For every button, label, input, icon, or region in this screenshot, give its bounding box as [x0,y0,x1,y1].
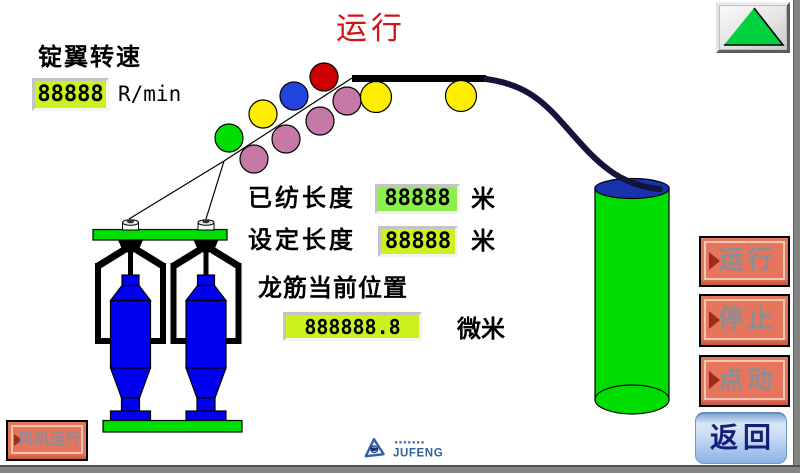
roller-yellow-3 [444,79,478,113]
run-arrow-icon [709,251,720,270]
back-button-label: 返回 [709,422,776,454]
fan-run-arrow-icon [14,433,22,446]
run-button[interactable]: 运行 [699,236,790,287]
vendor-logo: JUFENG [363,436,451,467]
fan-run-button[interactable]: 风机运行 [6,420,88,461]
jufeng-logo-icon: JUFENG [364,438,443,460]
logo-brand-text: JUFENG [393,448,443,460]
run-button-label: 运行 [718,246,777,274]
spindle-rail [92,228,228,241]
thread-line-left [128,160,225,220]
stop-button-label: 停止 [718,305,777,333]
spun-length-display: 88888 [375,184,460,214]
roller-yellow-1 [248,99,278,129]
beam-position-label: 龙筋当前位置 [258,275,408,302]
roller-green [214,123,244,153]
logo-tagline-marks [395,441,424,444]
roller-circles [214,62,478,174]
guide-bar [352,75,486,82]
roller-red [309,62,339,92]
set-length-unit: 米 [471,228,495,255]
beam-position-value: 888888.8 [304,314,401,339]
roller-blue [279,81,309,111]
window-frame-right [793,0,800,473]
spindle-speed-value: 88888 [37,81,104,107]
bobbin-unit-1 [95,219,166,422]
scroll-up-button[interactable] [716,2,790,53]
back-button[interactable]: 返回 [695,412,787,464]
jog-button-face: 点动 [704,360,785,400]
output-can [594,177,670,415]
thread-line-right [205,160,225,220]
spindle-speed-display: 88888 [32,78,109,111]
beam-position-display: 888888.8 [283,312,422,341]
floor-bar [102,419,243,433]
green-up-triangle-icon [724,7,785,46]
spindle-speed-label: 锭翼转速 [38,44,142,71]
set-length-value: 88888 [384,228,452,254]
stop-arrow-icon [709,310,720,329]
roller-yellow-2 [359,80,393,114]
spun-length-unit: 米 [471,186,495,213]
page-title: 运行 [336,11,406,46]
run-button-face: 运行 [704,241,785,280]
thread-line-main [223,77,353,162]
roller-plum-1 [239,144,269,174]
spun-length-label: 已纺长度 [248,185,356,212]
roller-plum-4 [332,86,362,116]
spindle-speed-unit: R/min [118,82,182,106]
thread-curve [483,76,663,192]
stop-button-face: 停止 [704,299,785,340]
roller-plum-2 [271,124,301,154]
window-frame-bottom [0,465,800,473]
fan-run-button-label: 风机运行 [18,431,83,448]
set-length-display[interactable]: 88888 [378,226,458,257]
roller-plum-3 [305,106,335,136]
jog-button-label: 点动 [718,365,777,394]
beam-position-unit: 微米 [457,316,505,343]
fan-run-button-face: 风机运行 [11,425,83,454]
spun-length-value: 88888 [384,186,451,211]
jog-button[interactable]: 点动 [699,355,790,407]
set-length-label: 设定长度 [248,227,356,254]
jog-arrow-icon [709,371,720,389]
stop-button[interactable]: 停止 [699,294,790,347]
bobbin-unit-2 [170,219,242,422]
